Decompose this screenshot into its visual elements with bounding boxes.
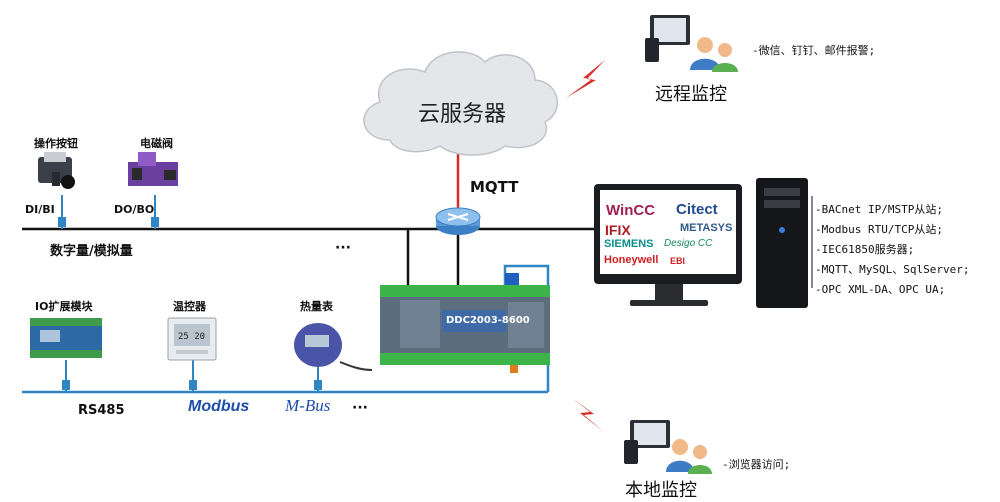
desigo-logo: Desigo CC — [664, 238, 713, 249]
honeywell-logo: Honeywell — [604, 254, 659, 266]
do-bo-label: DO/BO — [114, 203, 155, 216]
feature-item: -BACnet IP/MSTP从站; — [815, 203, 943, 216]
io-module-icon — [30, 318, 102, 358]
citect-logo: Citect — [676, 201, 718, 218]
local-monitor-devices-icon — [624, 420, 712, 474]
siemens-logo: SIEMENS — [604, 238, 654, 250]
feature-item: -IEC61850服务器; — [815, 243, 915, 256]
thermostat-label: 温控器 — [173, 300, 206, 313]
modbus-logo: Modbus — [188, 398, 250, 415]
remote-note: -微信、钉钉、邮件报警; — [752, 44, 876, 57]
solenoid-valve-icon — [128, 152, 178, 186]
cloud-icon — [363, 51, 559, 156]
scada-monitor-icon — [594, 184, 742, 306]
upper-ellipsis: ··· — [335, 240, 351, 256]
solenoid-valve-label: 电磁阀 — [140, 137, 173, 150]
ifix-logo: IFIX — [605, 222, 631, 238]
ddc-controller-icon — [380, 273, 550, 373]
di-bi-label: DI/BI — [25, 203, 55, 216]
lightning-bolt-icon — [566, 60, 605, 98]
operation-button-label: 操作按钮 — [34, 137, 78, 150]
mbus-logo: M-Bus — [285, 396, 331, 415]
thermostat-icon: 25 20 — [167, 317, 217, 361]
local-note: -浏览器访问; — [722, 458, 791, 471]
cloud-server-label: 云服务器 — [418, 102, 507, 127]
svg-text:25 20: 25 20 — [178, 332, 205, 342]
lightning-bolt-icon — [572, 398, 604, 432]
ebi-logo: EBI — [670, 256, 686, 266]
wincc-logo: WinCC — [606, 202, 656, 219]
controller-model: DDC2003-8600 — [446, 315, 530, 326]
remote-monitor-title: 远程监控 — [655, 84, 727, 105]
digital-analog-label: 数字量/模拟量 — [50, 244, 133, 259]
feature-item: -OPC XML-DA、OPC UA; — [815, 283, 946, 296]
rs485-label: RS485 — [78, 403, 125, 418]
io-module-label: IO扩展模块 — [35, 300, 93, 313]
metasys-logo: METASYS — [680, 222, 733, 234]
remote-monitor-devices-icon — [645, 15, 738, 72]
lower-ellipsis: ··· — [352, 400, 368, 416]
feature-item: -Modbus RTU/TCP从站; — [815, 223, 943, 236]
local-monitor-title: 本地监控 — [625, 480, 697, 501]
heat-meter-icon — [294, 323, 373, 371]
pc-tower-icon — [756, 178, 808, 308]
mqtt-label: MQTT — [470, 178, 519, 196]
feature-item: -MQTT、MySQL、SqlServer; — [815, 263, 970, 276]
heat-meter-label: 热量表 — [300, 300, 333, 313]
operation-button-icon — [38, 152, 75, 189]
router-icon — [435, 207, 481, 235]
